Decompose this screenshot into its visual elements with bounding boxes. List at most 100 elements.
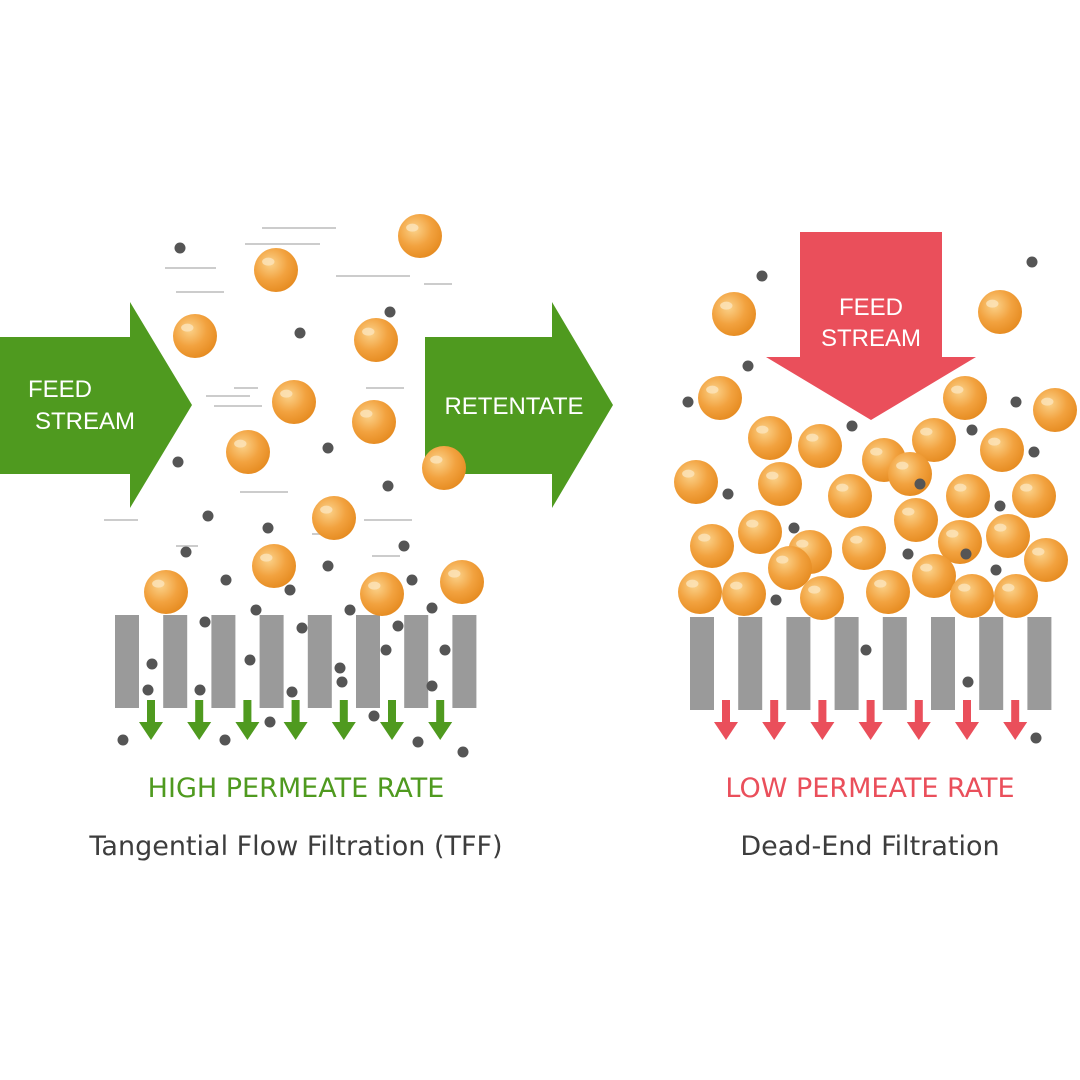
small-particle: [368, 710, 380, 722]
particle-highlight: [902, 507, 915, 516]
particle-highlight: [870, 447, 883, 456]
permeate-arrow: [428, 700, 453, 740]
small-particle: [284, 584, 296, 596]
small-particle: [286, 686, 298, 698]
permeate-arrow: [810, 700, 835, 740]
particle-highlight: [368, 581, 381, 590]
dead-end-panel: FEED STREAM LOW PERMEATE RATE Dead-End F…: [674, 232, 1077, 862]
particle-highlight: [406, 223, 419, 232]
particle-highlight: [776, 555, 789, 564]
small-particle: [264, 716, 276, 728]
particle-highlight: [836, 483, 849, 492]
small-particle: [336, 676, 348, 688]
membrane-bar: [786, 617, 811, 710]
particle-highlight: [181, 323, 194, 332]
permeate-arrow: [139, 700, 163, 740]
large-particle: [354, 318, 398, 362]
particle-highlight: [430, 455, 443, 464]
dead-end-method-label: Dead-End Filtration: [740, 831, 999, 862]
large-particle: [712, 292, 756, 336]
dead-end-permeate-arrows: [714, 700, 1028, 740]
dead-end-feed-label-line2: STREAM: [821, 325, 921, 352]
permeate-arrow: [955, 700, 979, 740]
tff-membrane: [115, 615, 477, 708]
membrane-bar: [259, 615, 284, 708]
small-particle: [966, 424, 978, 436]
small-particle: [219, 734, 231, 746]
particle-highlight: [946, 529, 959, 538]
tff-rate-label: HIGH PERMEATE RATE: [148, 773, 445, 804]
small-particle: [392, 620, 404, 632]
small-particle: [250, 604, 262, 616]
small-particle: [722, 488, 734, 500]
membrane-bar: [115, 615, 139, 708]
small-particle: [296, 622, 308, 634]
large-particle: [994, 574, 1038, 618]
small-particle: [344, 604, 356, 616]
small-particle: [439, 644, 451, 656]
particle-highlight: [698, 533, 711, 542]
large-particle: [866, 570, 910, 614]
tff-method-label: Tangential Flow Filtration (TFF): [88, 831, 502, 862]
membrane-bar: [979, 617, 1004, 710]
dead-end-small-particles: [682, 256, 1040, 606]
tff-panel: FEED STREAM RETENTATE HIGH PERMEATE RATE…: [0, 214, 613, 862]
tff-motion-lines: [104, 227, 452, 557]
particle-highlight: [320, 505, 333, 514]
particle-highlight: [951, 385, 964, 394]
membrane-bar: [404, 615, 429, 708]
particle-highlight: [260, 553, 273, 562]
small-particle: [262, 522, 274, 534]
particle-highlight: [1032, 547, 1045, 556]
particle-highlight: [766, 471, 779, 480]
large-particle: [798, 424, 842, 468]
small-particle: [382, 480, 394, 492]
small-particle: [846, 420, 858, 432]
large-particle: [722, 572, 766, 616]
large-particle: [173, 314, 217, 358]
small-particle: [322, 442, 334, 454]
small-particle: [756, 270, 768, 282]
particle-highlight: [850, 535, 863, 544]
particle-highlight: [920, 563, 933, 572]
small-particle: [682, 396, 694, 408]
large-particle: [1012, 474, 1056, 518]
small-particle: [322, 560, 334, 572]
large-particle: [1024, 538, 1068, 582]
membrane-bar: [163, 615, 188, 708]
large-particle: [674, 460, 718, 504]
large-particle: [800, 576, 844, 620]
permeate-arrow: [187, 700, 212, 740]
particle-highlight: [756, 425, 769, 434]
permeate-arrow: [858, 700, 883, 740]
tff-retentate-arrow: RETENTATE: [425, 302, 613, 508]
particle-highlight: [720, 301, 733, 310]
tff-feed-arrow: FEED STREAM: [0, 302, 192, 508]
particle-highlight: [706, 385, 719, 394]
small-particle: [426, 680, 438, 692]
small-particle: [1028, 446, 1040, 458]
particle-highlight: [1020, 483, 1033, 492]
small-particle: [770, 594, 782, 606]
small-particle: [384, 306, 396, 318]
large-particle: [226, 430, 270, 474]
permeate-arrow: [283, 700, 308, 740]
dead-end-rate-label: LOW PERMEATE RATE: [725, 773, 1014, 804]
particle-highlight: [152, 579, 165, 588]
particle-highlight: [280, 389, 293, 398]
permeate-arrow: [906, 700, 931, 740]
small-particle: [1030, 732, 1042, 744]
membrane-bar: [211, 615, 236, 708]
particle-highlight: [986, 299, 999, 308]
small-particle: [180, 546, 192, 558]
small-particle: [220, 574, 232, 586]
membrane-bar: [1027, 617, 1052, 710]
particle-highlight: [1002, 583, 1015, 592]
particle-highlight: [796, 539, 809, 548]
small-particle: [742, 360, 754, 372]
small-particle: [788, 522, 800, 534]
small-particle: [406, 574, 418, 586]
tff-permeate-arrows: [139, 700, 453, 740]
large-particle: [678, 570, 722, 614]
